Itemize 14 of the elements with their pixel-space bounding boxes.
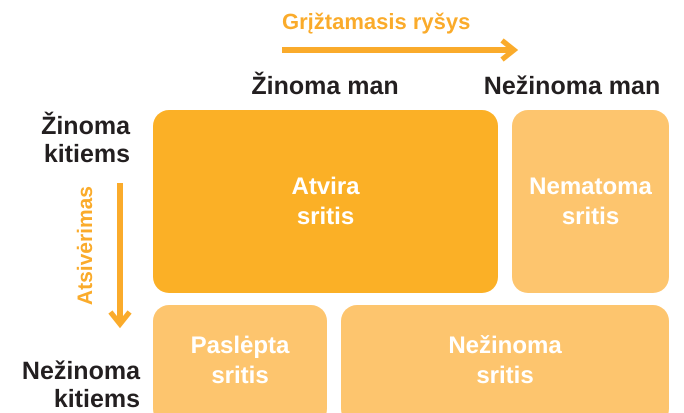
row-heading: Žinoma kitiems — [40, 112, 130, 168]
quadrant-label: Nematoma sritis — [528, 172, 653, 232]
quadrant-box — [153, 305, 327, 413]
arrow-label: Grįžtamasis ryšys — [282, 8, 472, 36]
quadrant-label: Atvira sritis — [290, 172, 361, 232]
quadrant-box — [153, 110, 498, 293]
quadrant-label: Paslėpta sritis — [190, 331, 290, 391]
quadrant-box — [512, 110, 669, 293]
arrow-label: Atsivėrimas — [73, 186, 98, 306]
row-heading: Nežinoma kitiems — [20, 357, 140, 413]
quadrant-box — [341, 305, 669, 413]
column-heading: Žinoma man — [250, 72, 400, 100]
column-heading: Nežinoma man — [482, 72, 662, 100]
quadrant-label: Nežinoma sritis — [447, 331, 563, 391]
